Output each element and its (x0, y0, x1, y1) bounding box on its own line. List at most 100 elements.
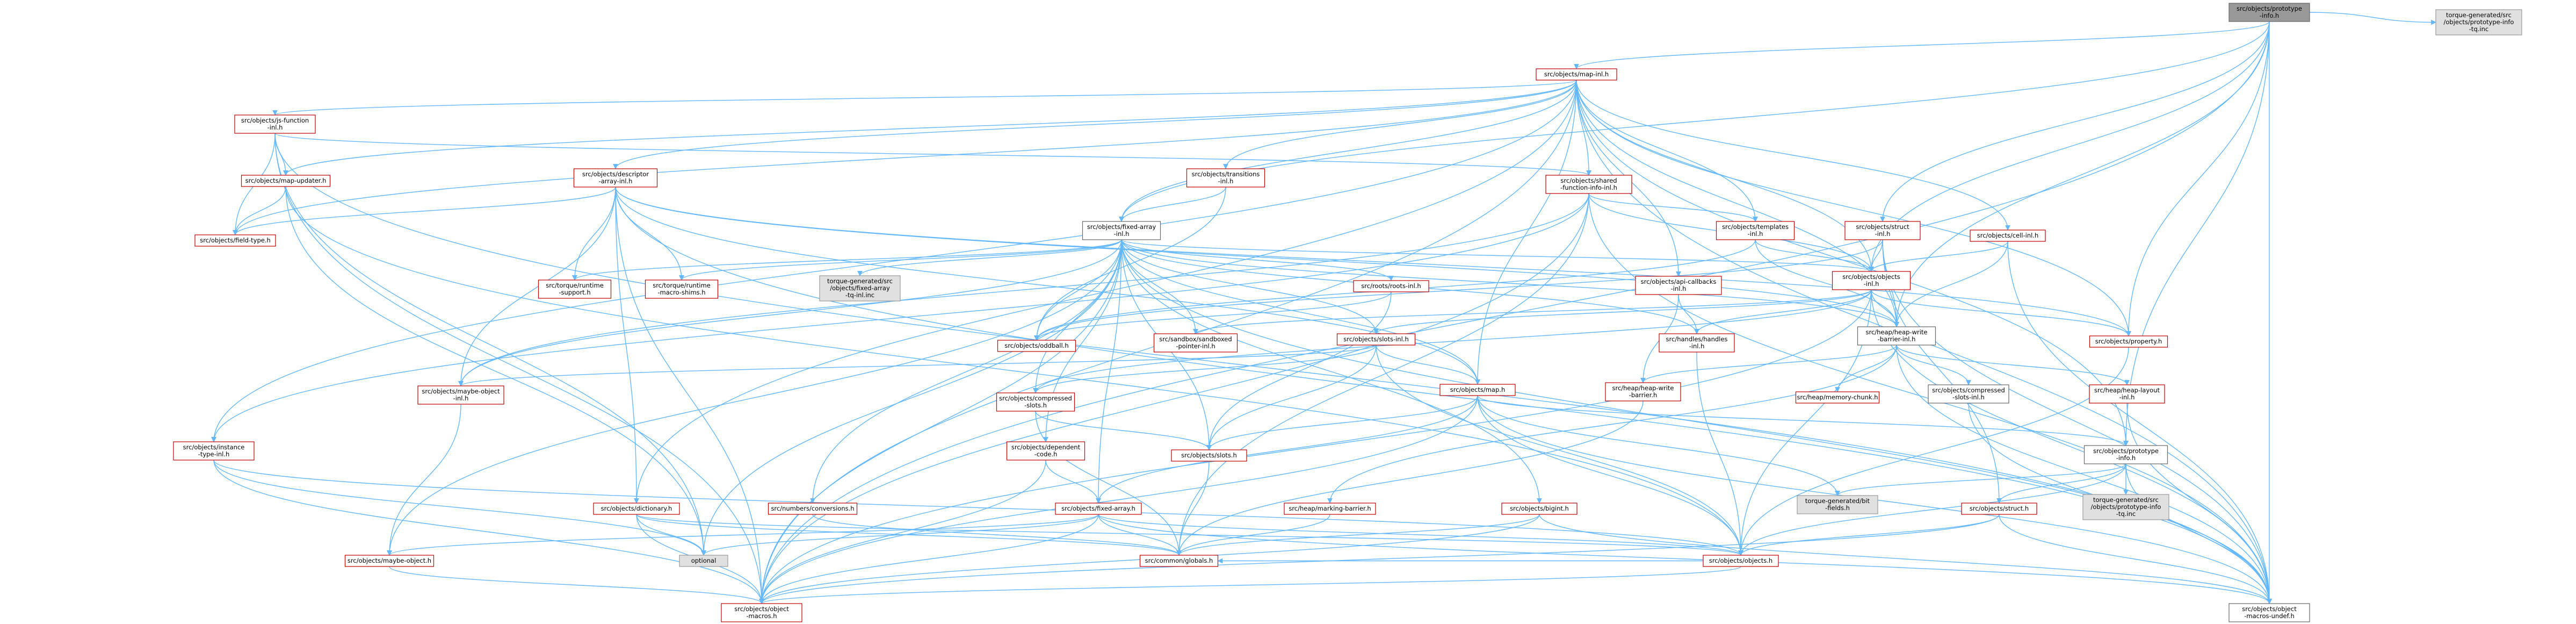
node-box-fixedarrinl (1082, 221, 1161, 240)
node-box-struct (1961, 503, 2037, 515)
node-templatesinl[interactable]: src/objects/templates-inl.h (1716, 221, 1795, 240)
dependency-edge-fixedarrinl-to-optional (701, 239, 1122, 556)
node-box-root (2228, 3, 2310, 22)
dependency-edge-jsfuncinl-to-sharedfuncinl (274, 133, 1591, 176)
node-rtmacro[interactable]: src/torque/runtime-macro-shims.h (645, 279, 719, 299)
node-heaplayout[interactable]: src/heap/heap-layout-inl.h (2089, 384, 2165, 404)
node-structinl[interactable]: src/objects/struct-inl.h (1844, 221, 1921, 240)
node-label-sharedfuncinl-line-1: -function-info-inl.h (1560, 184, 1617, 191)
node-mapupdater[interactable]: src/objects/map-updater.h (241, 175, 331, 187)
dependency-edge-mapinl-to-dictionary (634, 80, 1577, 504)
node-rtsupport[interactable]: src/torque/runtime-support.h (538, 279, 612, 299)
dependency-edge-sharedfuncinl-to-globals (1176, 193, 1589, 556)
node-sandboxed[interactable]: src/sandbox/sandboxed-pointer-inl.h (1153, 333, 1238, 353)
node-map[interactable]: src/objects/map.h (1439, 384, 1516, 396)
node-hwb[interactable]: src/heap/heap-write-barrier.h (1605, 382, 1681, 401)
node-rootsinl[interactable]: src/roots/roots-inl.h (1353, 280, 1429, 292)
node-dictionary[interactable]: src/objects/dictionary.h (593, 503, 680, 515)
dependency-edge-root-to-fixedarrinl (1119, 21, 2270, 222)
node-objectsinl[interactable]: src/objects/objects-inl.h (1832, 271, 1911, 290)
dependency-edge-jsfuncinl-to-optional (274, 133, 706, 556)
dependency-edge-objectsinl-to-property (1871, 289, 2131, 336)
node-label-hwbinl-line-1: -barrier-inl.h (1878, 335, 1916, 343)
dependency-edge-mapinl-to-templatesinl (1576, 80, 1758, 222)
dependency-edge-hwbinl-to-heaplayout (1896, 345, 2130, 385)
node-jsfuncinl[interactable]: src/objects/js-function-inl.h (234, 114, 316, 134)
node-label-objects-line-0: src/objects/objects.h (1709, 557, 1772, 564)
node-struct[interactable]: src/objects/struct.h (1961, 503, 2037, 515)
dependency-edge-hwbinl-to-hwb (1640, 345, 1897, 383)
node-label-sharedfuncinl-line-0: src/objects/shared (1560, 177, 1617, 184)
dependency-edge-mapupdater-to-fieldtype (233, 186, 286, 235)
node-box-compslotsinl (1928, 384, 2009, 404)
node-box-hwb (1605, 382, 1681, 401)
node-memchunk[interactable]: src/heap/memory-chunk.h (1795, 391, 1880, 404)
dependency-edge-descarrinl-to-rtsupport (572, 187, 616, 281)
node-globals[interactable]: src/common/globals.h (1139, 555, 1219, 567)
node-depcode[interactable]: src/objects/dependent-code.h (1006, 441, 1086, 461)
node-cellinl[interactable]: src/objects/cell-inl.h (1970, 229, 2046, 242)
dependency-edge-objectsinl-to-hwbinl (1871, 289, 1899, 327)
node-fixedarrinl: src/objects/fixed-array-inl.h (1082, 221, 1161, 240)
node-label-fieldtype-line-0: src/objects/field-type.h (200, 236, 271, 244)
node-label-handlesinl-line-0: src/handles/handles (1666, 335, 1728, 343)
dependency-edge-struct-to-objects (1738, 514, 2000, 556)
node-transinl[interactable]: src/objects/transitions-inl.h (1186, 168, 1265, 188)
node-box-globals (1139, 555, 1219, 567)
node-compslots[interactable]: src/objects/compressed-slots.h (996, 392, 1075, 412)
node-label-rtmacro-line-0: src/torque/runtime (653, 282, 711, 289)
node-fixedarr[interactable]: src/objects/fixed-array.h (1055, 503, 1142, 515)
dependency-edge-fixedarr-to-maybeobj (387, 514, 1099, 556)
node-box-bitfields (1797, 495, 1878, 514)
dependency-edge-sharedfuncinl-to-templatesinl (1588, 193, 1758, 222)
node-label-mapinl-line-0: src/objects/map-inl.h (1544, 70, 1609, 78)
node-objects[interactable]: src/objects/objects.h (1703, 555, 1779, 567)
node-maybeobj[interactable]: src/objects/maybe-object.h (344, 555, 435, 567)
node-instancetype[interactable]: src/objects/instance-type-inl.h (173, 441, 255, 461)
node-bigint[interactable]: src/objects/bigint.h (1501, 503, 1578, 515)
node-label-bigint-line-0: src/objects/bigint.h (1510, 505, 1569, 512)
node-oddball[interactable]: src/objects/oddball.h (997, 340, 1076, 352)
dependency-edge-root-to-hwbinl (1894, 21, 2270, 327)
node-label-tpg_info_inc-line-1: /objects/prototype-info (2444, 18, 2514, 26)
node-label-objmacrosundef-line-0: src/objects/object (2242, 605, 2297, 613)
node-label-objmacros-line-0: src/objects/object (734, 605, 789, 613)
dependency-edge-descarrinl-to-rtmacro (615, 187, 684, 281)
node-label-apicb-line-1: -inl.h (1671, 285, 1687, 292)
dependency-edge-map-to-bitfields (1477, 395, 1840, 496)
dependency-edge-root-to-protoinfo (2123, 21, 2270, 446)
dependency-edge-jsfuncinl-to-objmacrosundef (274, 133, 2272, 604)
dependency-edge-descarrinl-to-hwbinl (615, 187, 1899, 327)
node-mapinl[interactable]: src/objects/map-inl.h (1536, 68, 1617, 81)
node-label-dictionary-line-0: src/objects/dictionary.h (601, 505, 672, 512)
dependency-edge-templatesinl-to-objectsinl (1755, 239, 1874, 272)
node-label-compslotsinl-line-1: -slots-inl.h (1952, 393, 1985, 401)
node-slotsinl[interactable]: src/objects/slots-inl.h (1336, 333, 1416, 346)
node-property[interactable]: src/objects/property.h (2089, 335, 2168, 348)
dependency-edge-sharedfuncinl-to-instancetype (211, 193, 1589, 442)
node-handlesinl[interactable]: src/handles/handles-inl.h (1659, 333, 1735, 353)
node-label-objmacros-line-1: -macros.h (746, 612, 777, 620)
node-label-cellinl-line-0: src/objects/cell-inl.h (1977, 232, 2039, 239)
node-numconv[interactable]: src/numbers/conversions.h (768, 503, 858, 515)
node-fieldtype[interactable]: src/objects/field-type.h (194, 234, 276, 247)
node-sharedfuncinl[interactable]: src/objects/shared-function-info-inl.h (1545, 175, 1632, 194)
node-box-hwbinl (1857, 326, 1936, 346)
node-objmacros[interactable]: src/objects/object-macros.h (721, 603, 802, 622)
dependency-edge-fixedarr-to-globals (1098, 514, 1182, 556)
node-slots[interactable]: src/objects/slots.h (1171, 449, 1247, 462)
node-apicb[interactable]: src/objects/api-callbacks-inl.h (1635, 276, 1722, 295)
node-label-fixedarrinl-line-1: -inl.h (1114, 230, 1130, 238)
node-box-rtsupport (538, 279, 612, 299)
node-label-maybeobj-line-0: src/objects/maybe-object.h (348, 557, 431, 564)
dependency-edge-fixedarrinl-to-bigint (1121, 239, 1542, 504)
node-label-rtsupport-line-0: src/torque/runtime (546, 282, 604, 289)
node-label-optional-line-0: optional (691, 557, 717, 564)
node-markbarrier[interactable]: src/heap/marking-barrier.h (1284, 503, 1376, 515)
node-maybeobjinl[interactable]: src/objects/maybe-object-inl.h (417, 385, 504, 405)
node-root: src/objects/prototype-info.h (2228, 3, 2310, 22)
node-descarrinl[interactable]: src/objects/descriptor-array-inl.h (573, 168, 658, 188)
node-label-templatesinl-line-0: src/objects/templates (1722, 223, 1789, 231)
node-box-handlesinl (1659, 333, 1735, 353)
node-box-fieldtype (194, 234, 276, 247)
